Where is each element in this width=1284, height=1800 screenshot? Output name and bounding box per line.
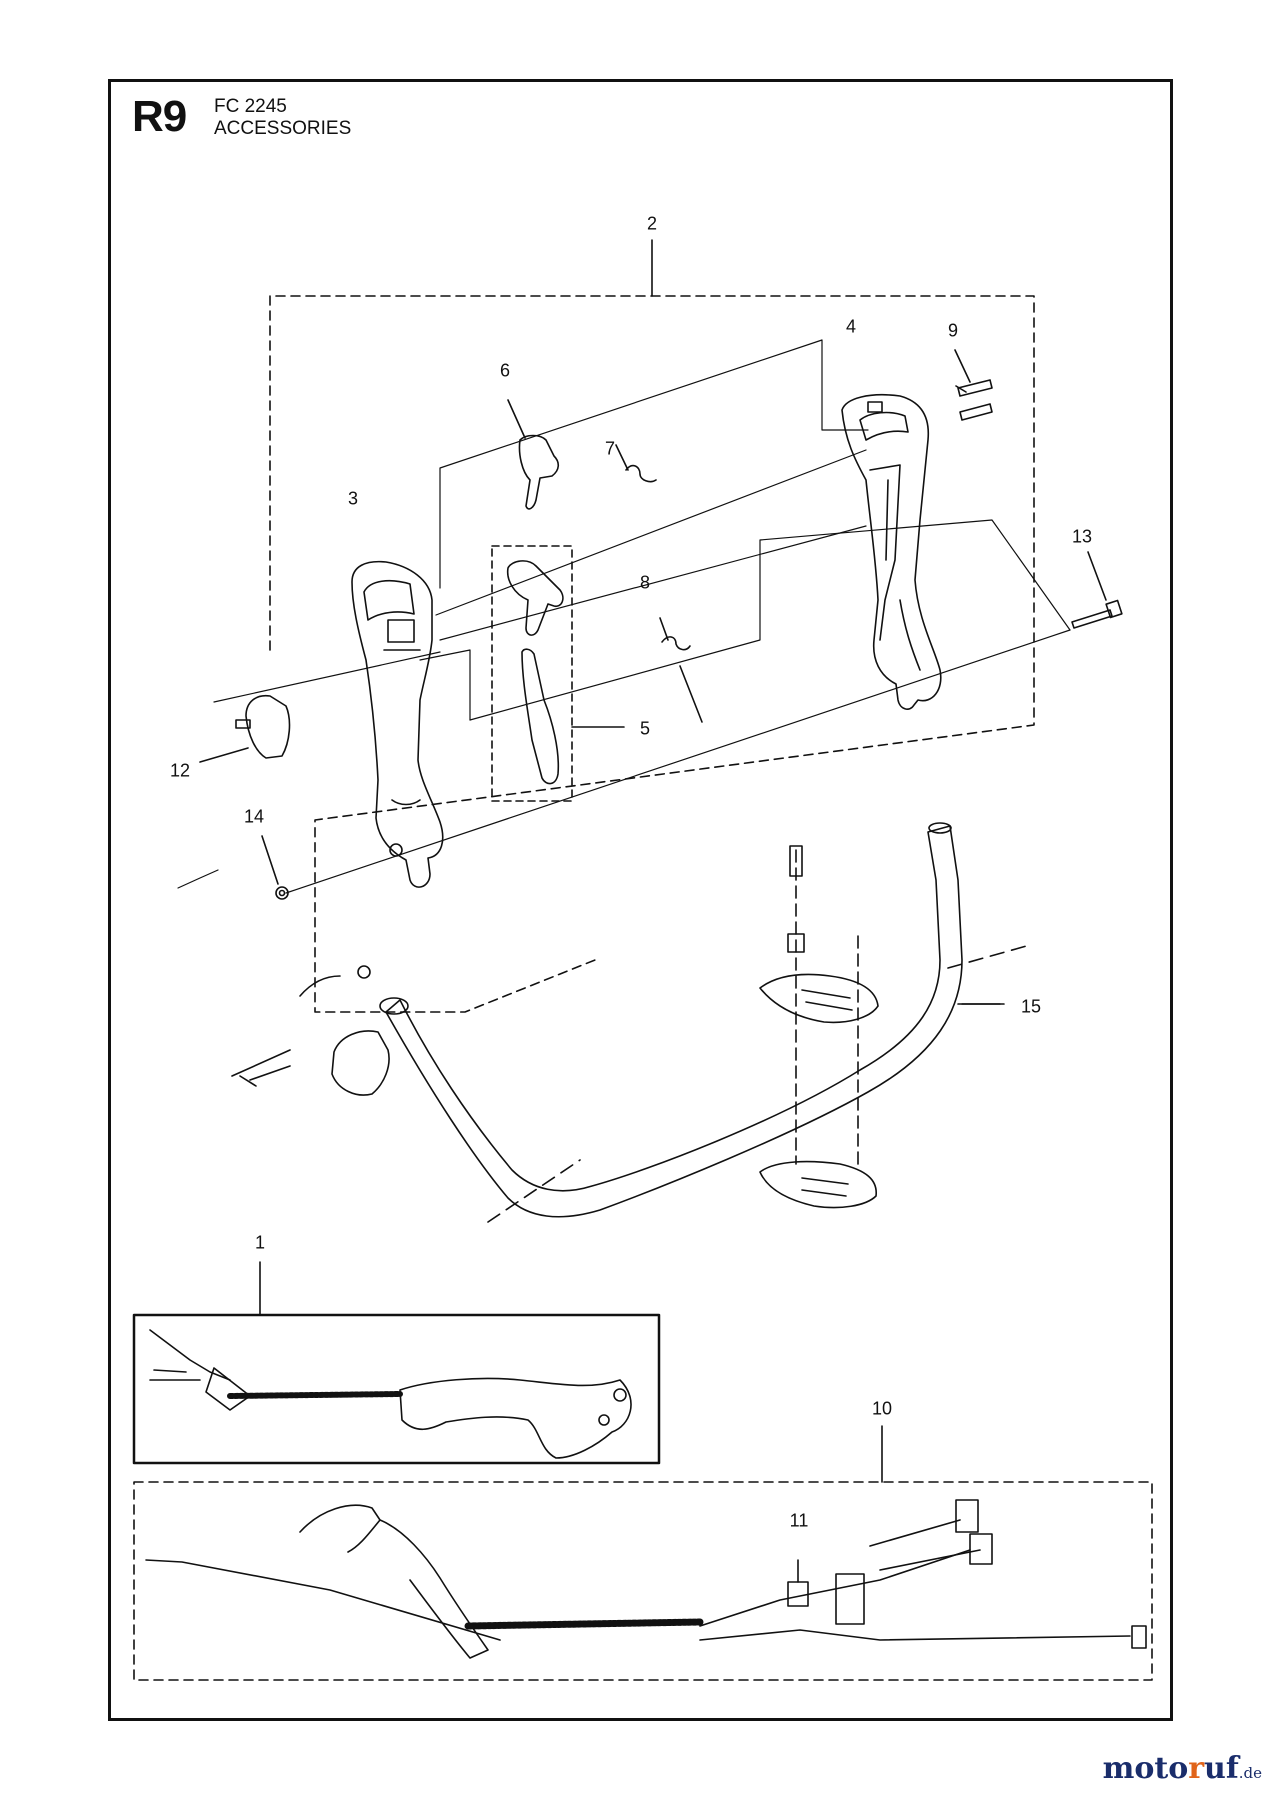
drawing-frame <box>108 79 1173 1721</box>
callout-10: 10 <box>871 1398 893 1419</box>
clamp-upper <box>759 973 879 1024</box>
callout-4: 4 <box>845 316 857 337</box>
inset-10-frame <box>133 1481 1153 1681</box>
assembly-guide-lines <box>177 339 1071 894</box>
watermark-brand-start: moto <box>1102 1751 1189 1786</box>
part-5-trigger <box>521 648 560 785</box>
part-5-lock <box>506 560 564 636</box>
part-12-switch <box>245 694 291 759</box>
watermark-brand-end: uf <box>1204 1751 1239 1786</box>
watermark-brand-accent: r <box>1188 1751 1205 1786</box>
page-code: R9 <box>132 92 187 141</box>
section-title: ACCESSORIES <box>214 118 352 139</box>
part-9-screw-a <box>957 379 993 397</box>
clamp-lower <box>759 1160 877 1209</box>
inset-1-throttle-cable <box>149 1329 632 1459</box>
callout-7: 7 <box>604 438 616 459</box>
handle-right-half <box>841 393 942 710</box>
callout-5: 5 <box>639 718 651 739</box>
callout-11: 11 <box>789 1510 809 1531</box>
part-9-screw-b <box>959 403 993 421</box>
assembly-2-outline <box>269 295 1035 1013</box>
handle-left-half <box>351 560 444 888</box>
part-15-loop-handle <box>385 825 963 1218</box>
watermark-logo: motoruf.de <box>1103 1751 1262 1786</box>
part-7-spring <box>625 464 657 483</box>
part-13-screw <box>1071 609 1113 629</box>
callout-1: 1 <box>254 1232 266 1253</box>
inset-10-throttle-cable <box>145 1499 1147 1659</box>
callout-15: 15 <box>1020 996 1042 1017</box>
callout-12: 12 <box>169 760 191 781</box>
part-6-latch <box>518 434 560 510</box>
callout-9: 9 <box>947 320 959 341</box>
assembly-5-outline <box>491 545 573 802</box>
callout-13: 13 <box>1071 526 1093 547</box>
watermark-tld: .de <box>1238 1764 1262 1782</box>
callout-8: 8 <box>639 572 651 593</box>
inset-1-frame <box>132 1313 661 1465</box>
callout-6: 6 <box>499 360 511 381</box>
clamp-cover <box>331 1030 390 1096</box>
model-number: FC 2245 <box>214 96 287 117</box>
part-14-nut <box>275 886 289 900</box>
callout-3: 3 <box>347 488 359 509</box>
callout-14: 14 <box>243 806 265 827</box>
callout-2: 2 <box>646 213 658 234</box>
